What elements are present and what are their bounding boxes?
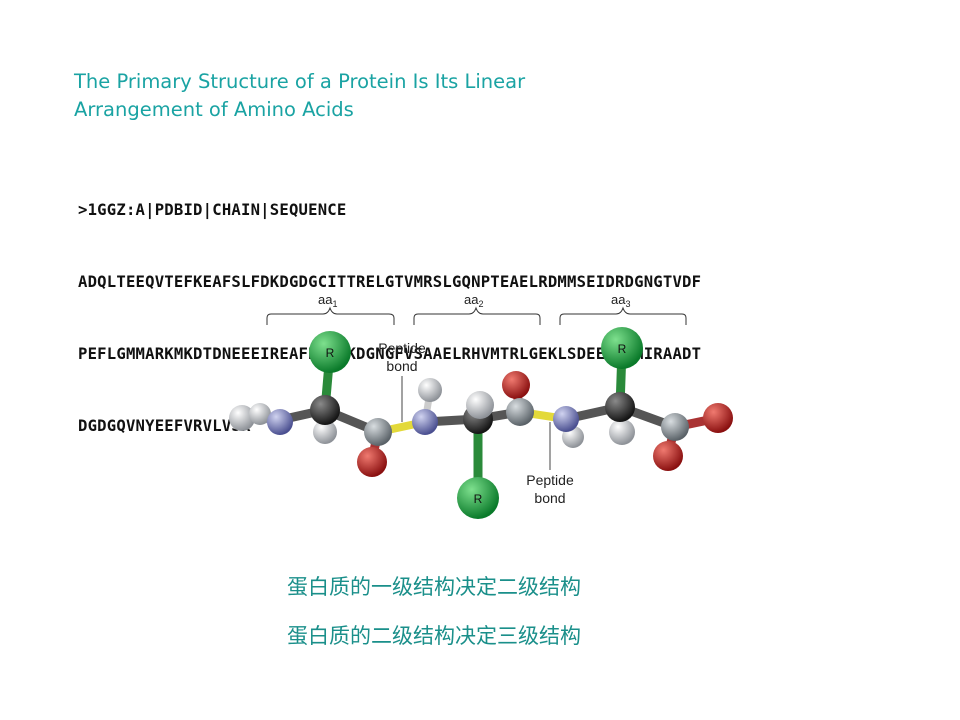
r-group-label: R — [326, 346, 335, 360]
oxygen-atom — [703, 403, 733, 433]
slide-title: The Primary Structure of a Protein Is It… — [74, 68, 525, 124]
residue-label-aa1: aa1 — [318, 292, 337, 309]
residue-label-aa2: aa2 — [464, 292, 483, 309]
peptide-bond-label-1: Peptide bond — [378, 340, 426, 422]
carbonyl-carbon — [506, 398, 534, 426]
oxygen-atom — [357, 447, 387, 477]
nitrogen-atom — [553, 406, 579, 432]
alpha-carbon-3 — [605, 392, 635, 422]
residue-bracket-aa1 — [266, 306, 395, 325]
fasta-sequence-block: >1GGZ:A|PDBID|CHAIN|SEQUENCE ADQLTEEQVTE… — [78, 150, 701, 462]
peptide-bond-label-2: Peptide bond — [526, 422, 574, 506]
tripeptide-ball-and-stick-diagram: aa1 aa2 aa3 — [220, 282, 750, 522]
r-group-3: R — [601, 327, 643, 369]
slide-title-line-1: The Primary Structure of a Protein Is It… — [74, 70, 526, 93]
atoms — [229, 371, 733, 477]
alpha-carbon-1 — [310, 395, 340, 425]
hydrogen-atom — [229, 405, 255, 431]
caption-line-2: 蛋白质的二级结构决定三级结构 — [287, 624, 581, 648]
sequence-line-2: PEFLGMMARKMKDTDNEEEIREAFRVFDKDGNGFVSAAEL… — [78, 345, 702, 363]
caption-line-1: 蛋白质的一级结构决定二级结构 — [287, 575, 581, 599]
fasta-header: >1GGZ:A|PDBID|CHAIN|SEQUENCE — [78, 201, 347, 219]
svg-text:bond: bond — [386, 358, 417, 374]
oxygen-atom — [502, 371, 530, 399]
sequence-line-1: ADQLTEEQVTEFKEAFSLFDKDGDGCITTRELGTVMRSLG… — [78, 273, 702, 291]
residue-bracket-aa2 — [413, 306, 541, 325]
carboxyl-carbon — [661, 413, 689, 441]
carbonyl-carbon — [364, 418, 392, 446]
hydrogen-atom — [313, 420, 337, 444]
hydrogen-atom — [418, 378, 442, 402]
residue-bracket-aa3 — [559, 306, 687, 325]
r-group-label: R — [474, 492, 483, 506]
r-group-label: R — [618, 342, 627, 356]
svg-text:Peptide: Peptide — [526, 472, 574, 488]
slide-title-line-2: Arrangement of Amino Acids — [74, 98, 354, 121]
svg-text:Peptide: Peptide — [378, 340, 426, 356]
residue-label-aa3: aa3 — [611, 292, 630, 309]
sequence-line-3: DGDGQVNYEEFVRVLVSK — [78, 417, 251, 435]
nitrogen-atom — [412, 409, 438, 435]
tripeptide-model-svg: aa1 aa2 aa3 — [229, 292, 733, 519]
hydrogen-atom — [609, 419, 635, 445]
nitrogen-atom — [267, 409, 293, 435]
r-group-1: R — [309, 331, 351, 373]
oxygen-atom — [653, 441, 683, 471]
hydrogen-atom — [466, 391, 494, 419]
svg-text:bond: bond — [534, 490, 565, 506]
hydrogen-atom — [249, 403, 271, 425]
r-group-2: R — [457, 477, 499, 519]
